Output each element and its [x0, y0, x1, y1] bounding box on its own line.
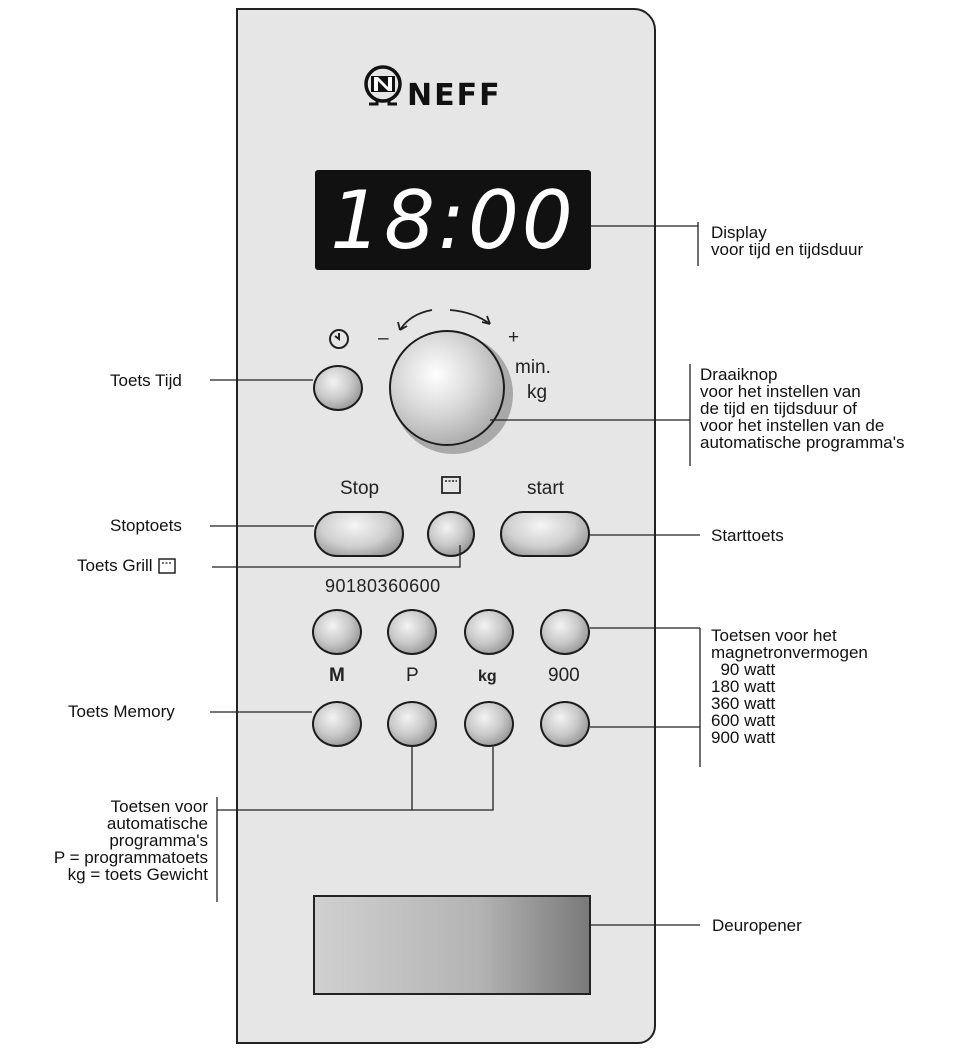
callout-stoptoets: Stoptoets	[110, 516, 182, 535]
knob-plus-label: +	[508, 327, 520, 348]
display-time: 18:00	[330, 173, 576, 267]
memory-label: M	[329, 665, 345, 686]
callout-toets-memory: Toets Memory	[68, 702, 175, 721]
power-levels-label: 90180360600	[325, 576, 441, 596]
neff-emblem-icon	[364, 65, 402, 106]
power-900-button[interactable]	[540, 701, 590, 747]
grill-icon	[441, 476, 461, 494]
power-360-button[interactable]	[464, 609, 514, 655]
time-button[interactable]	[313, 365, 363, 411]
brand-logo: NEFF	[363, 64, 502, 126]
weight-label: kg	[478, 668, 497, 685]
callout-toets-tijd: Toets Tijd	[110, 371, 182, 390]
grill-small-icon	[157, 557, 176, 574]
callout-display: Display voor tijd en tijdsduur	[711, 223, 864, 259]
knob-unit-kg: kg	[527, 382, 548, 403]
stop-label: Stop	[340, 478, 380, 499]
rotary-knob[interactable]	[389, 330, 505, 446]
watt-900-label: 900	[548, 665, 580, 686]
callout-auto-programs: Toetsen voor automatische programma's P …	[53, 797, 208, 884]
callout-draaiknop: Draaiknop voor het instellen van de tijd…	[700, 365, 905, 452]
callout-deuropener: Deuropener	[712, 916, 802, 935]
callout-power-levels: Toetsen voor het magnetronvermogen 90 wa…	[711, 626, 868, 747]
brand-name: NEFF	[407, 77, 502, 113]
stop-button[interactable]	[314, 511, 404, 557]
knob-unit-min: min.	[515, 357, 551, 378]
program-button[interactable]	[387, 701, 437, 747]
clock-icon	[329, 329, 349, 349]
callout-toets-grill: Toets Grill	[77, 556, 153, 575]
power-180-button[interactable]	[387, 609, 437, 655]
program-label: P	[406, 665, 419, 686]
grill-button[interactable]	[427, 511, 475, 557]
rotate-arrows-icon	[397, 309, 491, 331]
door-opener-button[interactable]	[313, 895, 591, 995]
start-button[interactable]	[500, 511, 590, 557]
time-display: 18:00	[315, 170, 591, 270]
callout-toets-grill-wrap: Toets Grill	[77, 557, 176, 574]
knob-minus-label: –	[378, 328, 389, 349]
power-90-button[interactable]	[312, 609, 362, 655]
callout-starttoets: Starttoets	[711, 526, 784, 545]
memory-button[interactable]	[312, 701, 362, 747]
power-600-button[interactable]	[540, 609, 590, 655]
weight-button[interactable]	[464, 701, 514, 747]
start-label: start	[527, 478, 564, 499]
